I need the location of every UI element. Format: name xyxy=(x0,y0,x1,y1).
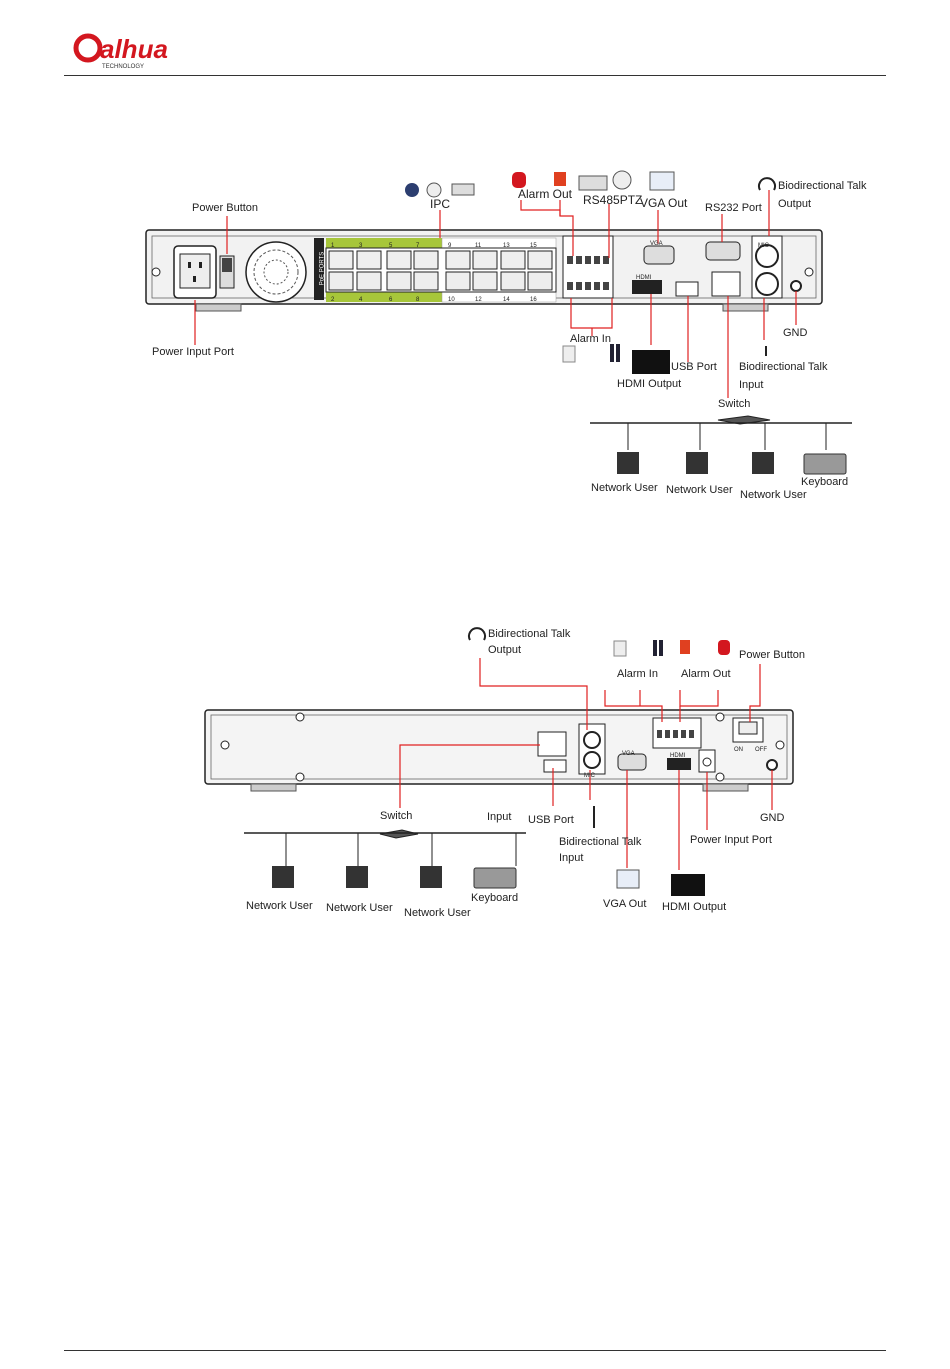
d2-on-text: ON xyxy=(734,747,743,753)
d2-talk-output-label-2: Output xyxy=(488,644,522,656)
d1-talk-output-label-2: Output xyxy=(778,198,812,210)
port-16-label: 16 xyxy=(530,297,537,303)
d2-switch-label: Switch xyxy=(380,810,413,822)
mic-port-text: MIC xyxy=(758,243,769,249)
d1-rs232-label: RS232 Port xyxy=(705,202,762,214)
d2-alarm-in-label: Alarm In xyxy=(617,668,658,680)
d2-talk-output-label-1: Bidirectional Talk xyxy=(488,628,571,640)
d1-vga-out-label: VGA Out xyxy=(640,196,688,210)
d1-talk-input-label-1: Biodirectional Talk xyxy=(739,361,828,373)
d1-keyboard-label: Keyboard xyxy=(801,476,849,488)
d1-network-user-2: Network User xyxy=(666,484,733,496)
d1-switch-label: Switch xyxy=(718,398,751,410)
d2-vga-port-text: VGA xyxy=(622,751,635,757)
port-13-label: 13 xyxy=(503,243,510,249)
d2-power-button-label: Power Button xyxy=(739,649,806,661)
brand-logo: alhua TECHNOLOGY xyxy=(70,30,190,70)
logo-subtext: TECHNOLOGY xyxy=(102,64,144,70)
port-10-label: 10 xyxy=(448,297,455,303)
d2-talk-input-label-2: Input xyxy=(559,852,584,864)
port-6-label: 6 xyxy=(389,297,393,303)
d2-vga-out-label: VGA Out xyxy=(603,898,647,910)
port-8-label: 8 xyxy=(416,297,420,303)
d2-gnd-label: GND xyxy=(760,812,785,824)
d2-network-user-2: Network User xyxy=(326,902,393,914)
d1-power-button-label: Power Button xyxy=(192,202,259,214)
port-15-label: 15 xyxy=(530,243,537,249)
d1-gnd-label: GND xyxy=(783,327,808,339)
d2-keyboard-label: Keyboard xyxy=(471,892,519,904)
d1-alarm-out-label: Alarm Out xyxy=(518,187,573,201)
port-3-label: 3 xyxy=(359,243,363,249)
header-divider xyxy=(64,75,886,76)
port-4-label: 4 xyxy=(359,297,363,303)
d2-talk-input-label-1: Bidirectional Talk xyxy=(559,836,642,848)
d2-power-input-label: Power Input Port xyxy=(690,834,772,846)
poe-ports-label: PoE PORTS xyxy=(319,251,326,286)
d1-talk-output-label-1: Biodirectional Talk xyxy=(778,180,867,192)
logo-text: alhua xyxy=(100,34,168,64)
footer-divider xyxy=(64,1350,886,1351)
d1-power-input-label: Power Input Port xyxy=(152,346,234,358)
port-7-label: 7 xyxy=(416,243,420,249)
d2-usb-label: USB Port xyxy=(528,814,574,826)
d2-alarm-out-label: Alarm Out xyxy=(681,668,731,680)
vga-port-text: VGA xyxy=(650,241,663,247)
d2-mic-port-text: MIC xyxy=(584,773,595,779)
d1-rs485ptz-label: RS485PTZ xyxy=(583,193,643,207)
hdmi-port-text: HDMI xyxy=(636,275,652,281)
d1-hdmi-label: HDMI Output xyxy=(617,378,682,390)
d2-network-user-1: Network User xyxy=(246,900,313,912)
d2-input-label: Input xyxy=(487,811,512,823)
d2-hdmi-port-text: HDMI xyxy=(670,753,686,759)
d1-network-user-1: Network User xyxy=(591,482,658,494)
port-14-label: 14 xyxy=(503,297,510,303)
d1-network-user-3: Network User xyxy=(740,489,807,501)
port-2-label: 2 xyxy=(331,297,335,303)
d2-off-text: OFF xyxy=(755,747,767,753)
d1-alarm-in-label: Alarm In xyxy=(570,333,611,345)
d1-usb-label: USB Port xyxy=(671,361,717,373)
d2-hdmi-label: HDMI Output xyxy=(662,901,727,913)
port-1-label: 1 xyxy=(331,243,335,249)
d1-ipc-label: IPC xyxy=(430,197,451,211)
d1-talk-input-label-2: Input xyxy=(739,379,764,391)
port-12-label: 12 xyxy=(475,297,482,303)
d2-network-user-3: Network User xyxy=(404,907,471,919)
port-9-label: 9 xyxy=(448,243,452,249)
port-5-label: 5 xyxy=(389,243,393,249)
port-11-label: 11 xyxy=(475,243,482,249)
